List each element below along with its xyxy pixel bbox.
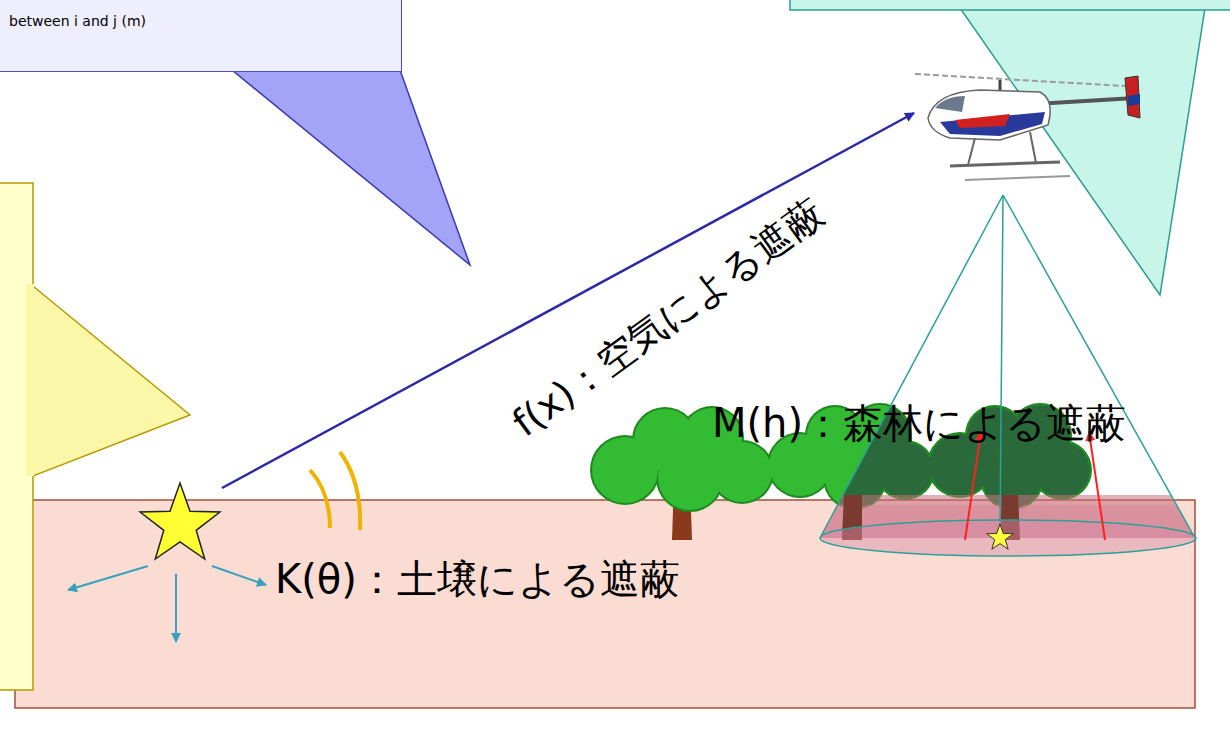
soil-label: K(θ)：土壌による遮蔽 xyxy=(275,552,1195,607)
forest-rays xyxy=(965,432,1105,540)
detection-cone xyxy=(820,195,1196,556)
angle-arcs xyxy=(310,452,360,530)
callout-text: between i and j (m) xyxy=(9,13,401,29)
callout-tail xyxy=(232,70,470,265)
source-star xyxy=(140,483,220,559)
emission-arrows xyxy=(68,566,266,642)
forest-shielding-label: M(h)：森林による遮蔽 xyxy=(712,396,1126,451)
yellow-callout xyxy=(0,183,190,690)
helicopter xyxy=(915,74,1140,180)
callout-box: between i and j (m) xyxy=(0,0,402,72)
soil-band: K(θ)：土壌による遮蔽 xyxy=(15,500,1195,708)
small-source-star xyxy=(987,524,1014,549)
teal-callout xyxy=(790,0,1230,295)
